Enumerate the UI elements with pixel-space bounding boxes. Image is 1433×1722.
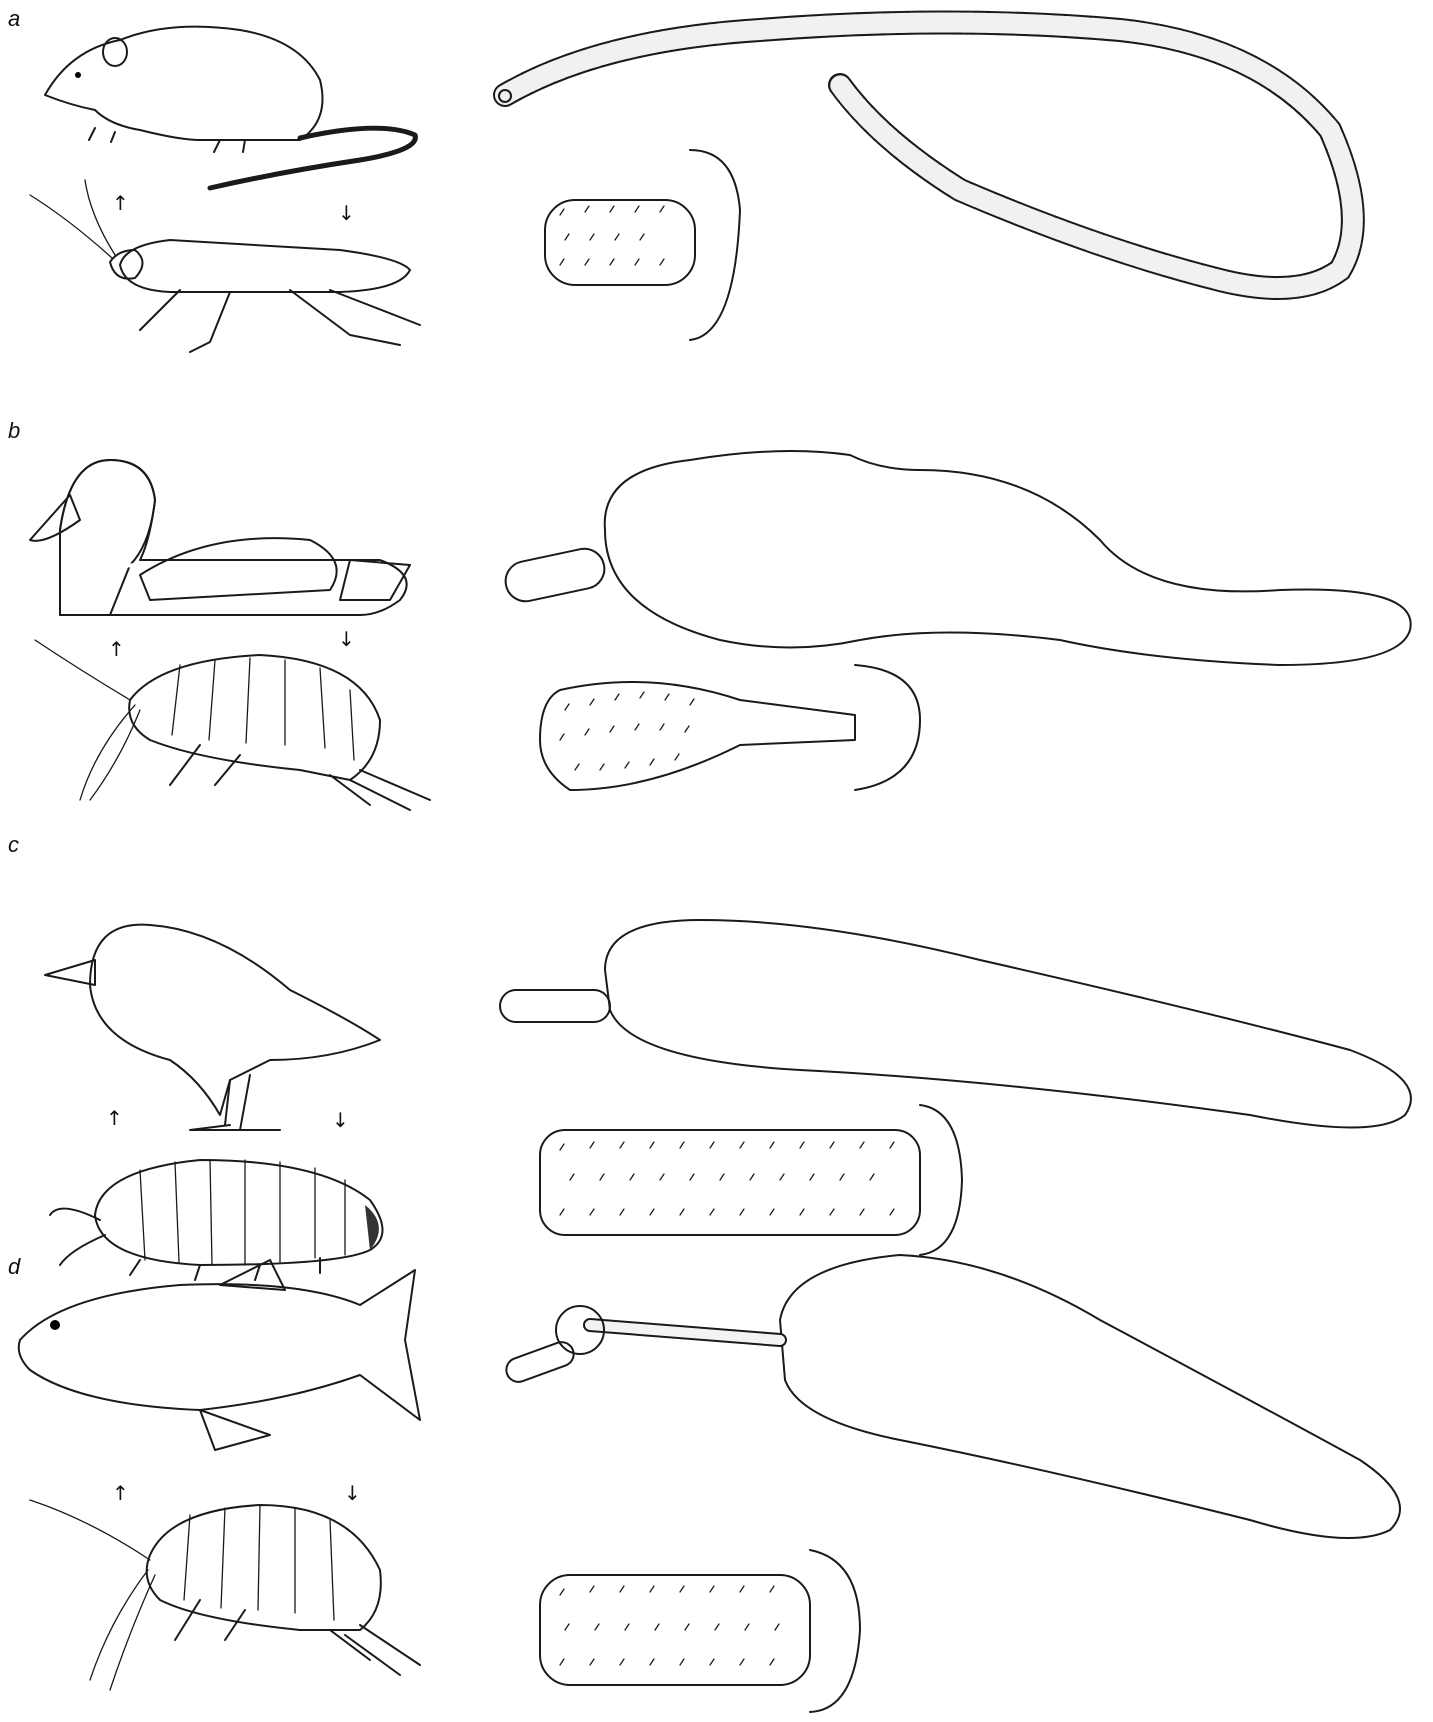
panel-c: ↑ ↓ bbox=[45, 920, 1411, 1280]
arrow-up-c: ↑ bbox=[106, 1106, 123, 1130]
elongate-worm bbox=[500, 920, 1411, 1128]
proboscis-d bbox=[540, 1550, 860, 1712]
panel-b: ↑ ↓ bbox=[30, 451, 1411, 810]
proboscis-b bbox=[540, 665, 920, 790]
rat-illustration bbox=[45, 27, 415, 188]
bulbed-neck-worm bbox=[503, 1255, 1400, 1538]
proboscis-c bbox=[540, 1105, 962, 1255]
arrow-down-c: ↓ bbox=[332, 1108, 349, 1132]
duck-illustration bbox=[30, 460, 410, 615]
arrow-down-b: ↓ bbox=[338, 627, 355, 651]
panel-d: ↑ ↓ bbox=[19, 1255, 1400, 1712]
proboscis-a bbox=[545, 150, 740, 340]
arrow-up-b: ↑ bbox=[108, 637, 125, 661]
woodlouse-illustration bbox=[50, 1160, 383, 1280]
cockroach-illustration bbox=[30, 180, 420, 352]
starling-illustration bbox=[45, 925, 380, 1130]
long-coiled-worm bbox=[499, 23, 1353, 289]
amphipod-illustration-b bbox=[35, 640, 430, 810]
amphipod-illustration-d bbox=[30, 1500, 420, 1690]
arrow-down-a: ↓ bbox=[338, 201, 355, 225]
panel-a: ↑ ↓ bbox=[30, 23, 1353, 353]
arrow-down-d: ↓ bbox=[344, 1481, 361, 1505]
arrow-up-d: ↑ bbox=[112, 1481, 129, 1505]
arrow-up-a: ↑ bbox=[112, 191, 129, 215]
pear-shaped-worm bbox=[502, 451, 1411, 665]
trout-illustration bbox=[19, 1260, 420, 1450]
